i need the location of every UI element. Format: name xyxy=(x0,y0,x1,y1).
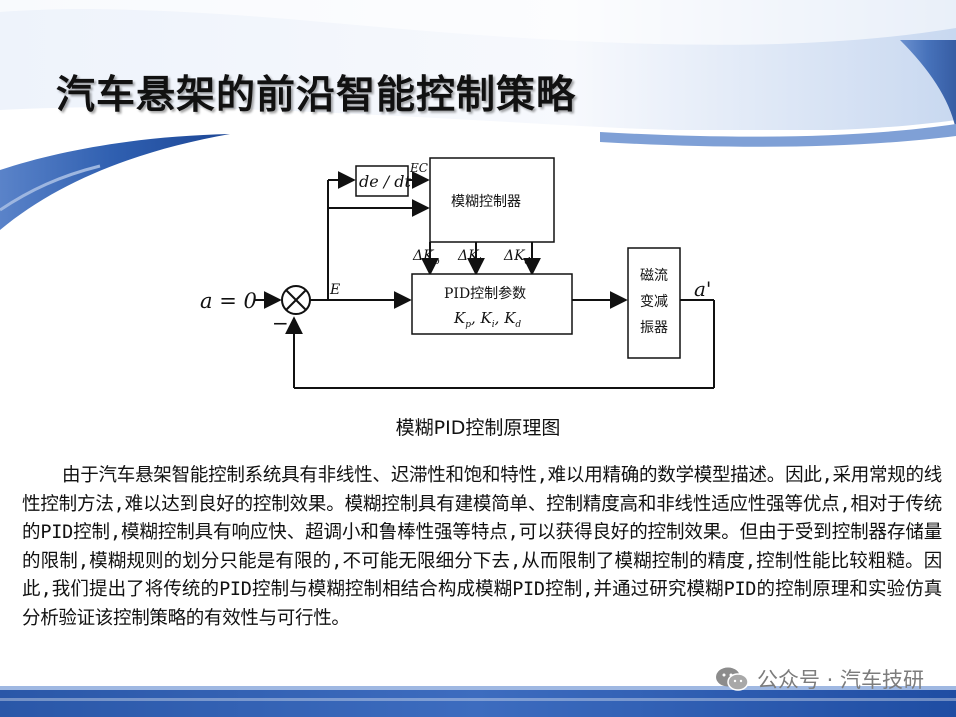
damper-label-line3: 振器 xyxy=(640,320,668,336)
fuzzy-controller-label: 模糊控制器 xyxy=(451,194,521,210)
body-paragraph: 由于汽车悬架智能控制系统具有非线性、迟滞性和饱和特性,难以用精确的数学模型描述。… xyxy=(22,465,942,629)
delta-kp-label: ΔKp xyxy=(412,248,440,267)
watermark: 公众号 · 汽车技研 xyxy=(715,664,924,694)
e-label: E xyxy=(329,282,340,298)
ec-label: EC xyxy=(409,161,428,175)
footer-background xyxy=(0,686,956,717)
output-label: a' xyxy=(694,277,711,301)
watermark-text: 公众号 · 汽车技研 xyxy=(756,668,924,692)
damper-label-line1: 磁流 xyxy=(640,268,668,284)
pid-block-title: PID控制参数 xyxy=(444,285,526,302)
pid-block-params: Kp, Ki, Kd xyxy=(453,309,521,330)
input-label: a = 0 xyxy=(200,289,257,313)
derivative-label: de / dt xyxy=(359,172,412,191)
damper-label-line2: 变减 xyxy=(640,294,668,310)
pid-parameter-block xyxy=(411,273,573,335)
delta-ki-label: ΔKi xyxy=(457,248,482,267)
slide-title: 汽车悬架的前沿智能控制策略 xyxy=(56,73,577,118)
minus-label: − xyxy=(272,311,289,335)
derivative-block xyxy=(355,165,409,197)
fuzzy-pid-block-diagram: a = 0 de / dt EC E − 模糊控制器 ΔKp ΔKi ΔKd P… xyxy=(200,157,715,389)
mr-damper-block xyxy=(627,247,681,359)
wechat-icon xyxy=(715,667,749,691)
header-background xyxy=(0,0,956,230)
fuzzy-controller-block xyxy=(429,157,555,243)
delta-kd-label: ΔKd xyxy=(503,248,531,267)
diagram-caption: 模糊PID控制原理图 xyxy=(395,417,561,439)
